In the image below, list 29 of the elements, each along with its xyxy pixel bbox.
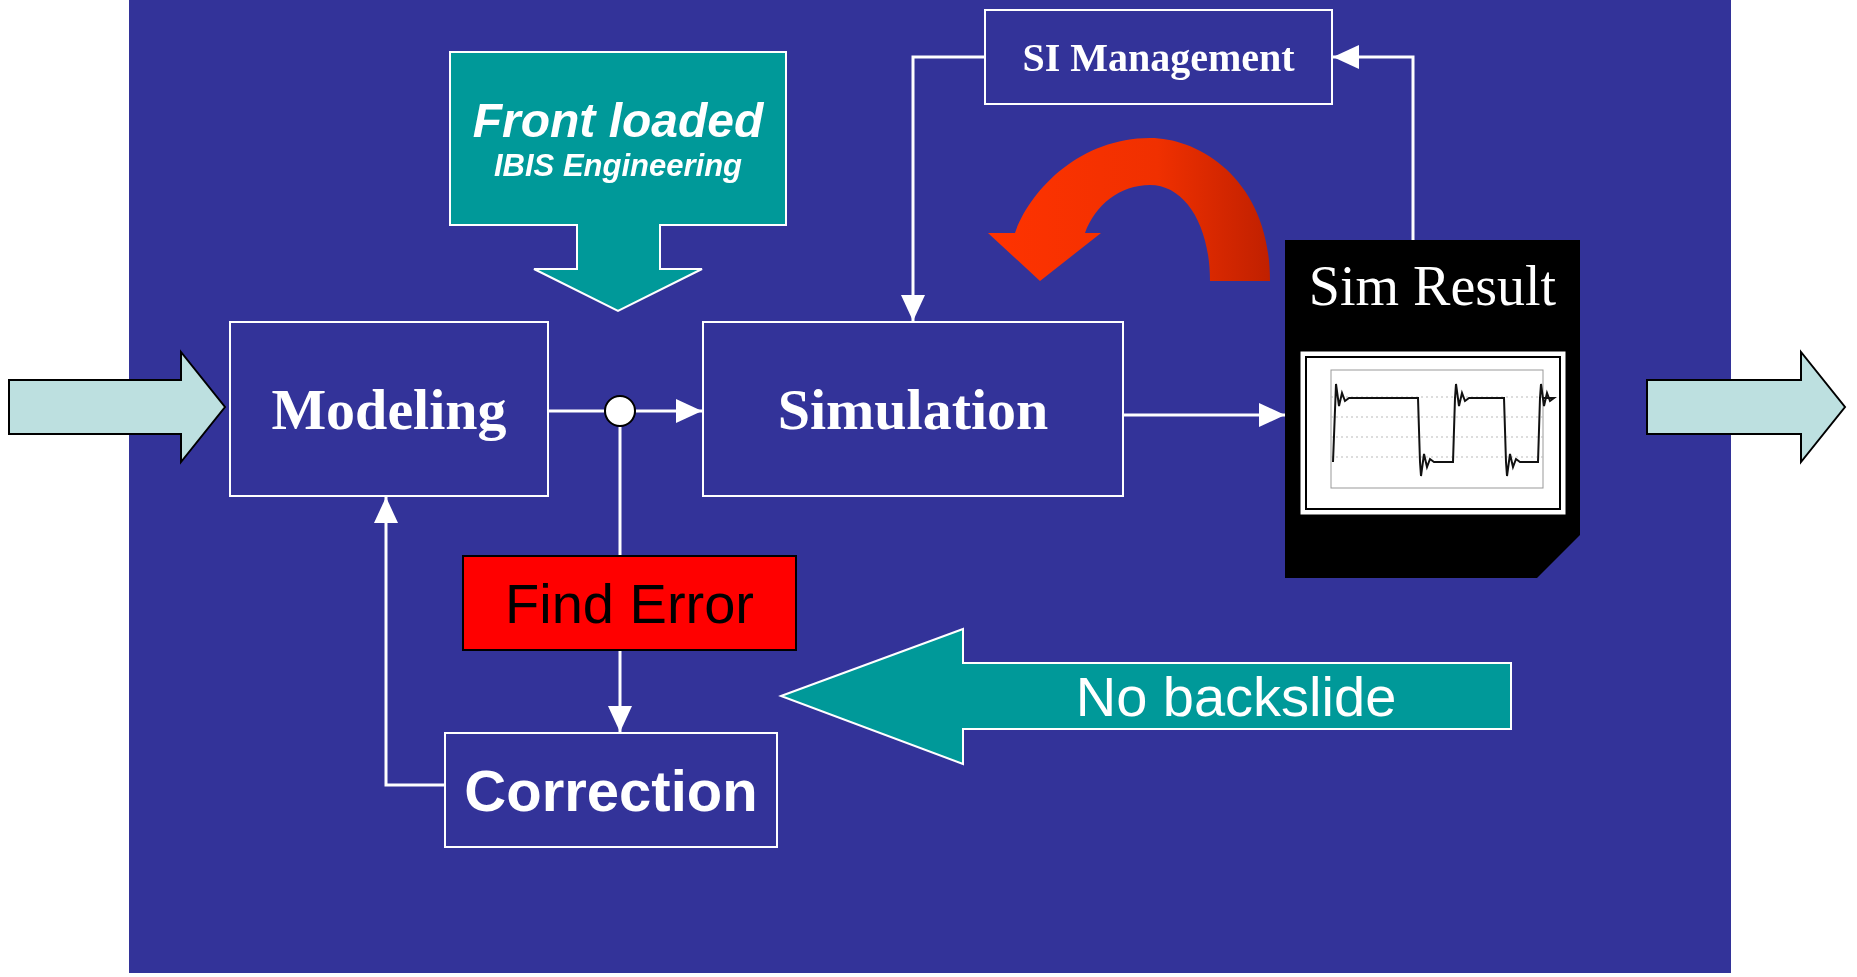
process-box bbox=[444, 732, 778, 848]
box-label: Modeling bbox=[271, 375, 507, 443]
box-label: Simulation bbox=[777, 375, 1049, 443]
process-box bbox=[462, 555, 797, 651]
arrow bbox=[636, 399, 702, 423]
block-arrow bbox=[988, 138, 1270, 281]
block-arrow bbox=[450, 52, 786, 311]
arrow-subheading: IBIS Engineering bbox=[494, 148, 742, 184]
arrow bbox=[374, 497, 444, 787]
connector-line bbox=[618, 427, 622, 555]
block-arrow bbox=[1647, 352, 1845, 462]
arrow bbox=[608, 651, 632, 732]
arrow bbox=[1333, 45, 1415, 240]
process-box bbox=[702, 321, 1124, 497]
box-label: Correction bbox=[464, 756, 758, 824]
block-arrow bbox=[781, 629, 1511, 764]
junction-circle bbox=[604, 395, 636, 427]
arrow bbox=[1124, 403, 1285, 427]
box-label: Sim Result bbox=[1308, 254, 1557, 318]
result-panel bbox=[1285, 240, 1580, 578]
process-box bbox=[984, 9, 1333, 105]
arrow bbox=[901, 55, 984, 321]
box-label: No backslide bbox=[1075, 664, 1397, 729]
box-label: Find Error bbox=[505, 570, 754, 636]
block-arrow bbox=[9, 352, 225, 462]
box-label: SI Management bbox=[1022, 33, 1295, 81]
connector-line bbox=[549, 409, 604, 413]
process-box bbox=[229, 321, 549, 497]
arrow-heading: Front loaded bbox=[472, 93, 764, 148]
